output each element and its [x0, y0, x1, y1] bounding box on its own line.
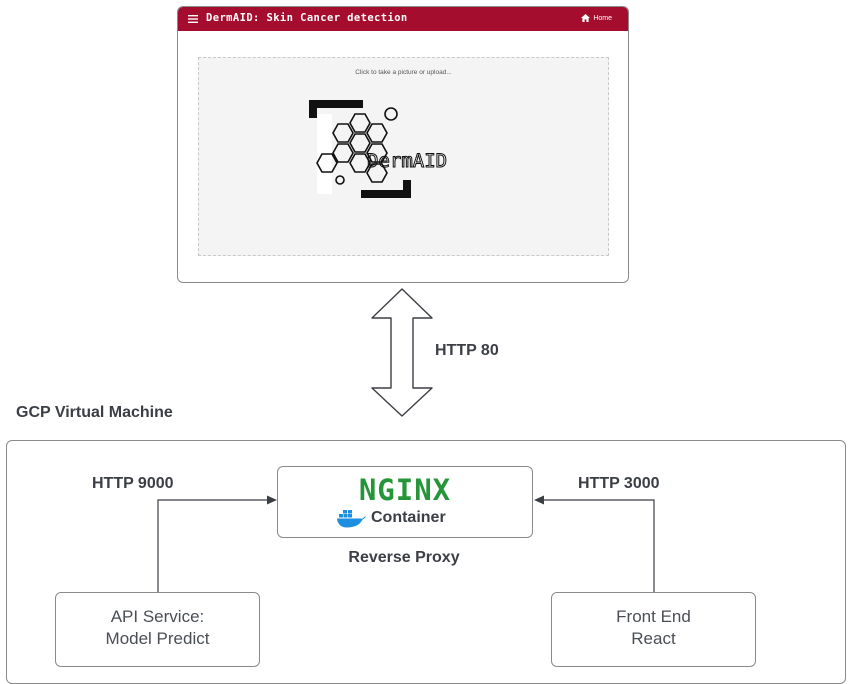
- http-80-label: HTTP 80: [435, 342, 499, 359]
- logo-text: DermAID: [367, 150, 447, 172]
- api-service-title: API Service:: [110, 607, 205, 626]
- api-service-subtitle: Model Predict: [105, 629, 210, 648]
- container-label: Container: [371, 509, 446, 526]
- frontend-to-proxy-arrow: [543, 499, 655, 592]
- http-9000-label: HTTP 9000: [92, 475, 174, 492]
- docker-icon: [337, 510, 366, 528]
- container-row: Container: [336, 508, 446, 528]
- upload-prompt: Click to take a picture or upload...: [355, 69, 452, 76]
- http-3000-label: HTTP 3000: [578, 475, 660, 492]
- api-to-proxy-arrow: [157, 499, 268, 592]
- frontend-title: Front End: [616, 607, 691, 626]
- api-service-box: API Service: Model Predict: [55, 592, 260, 667]
- vm-title: GCP Virtual Machine: [16, 404, 173, 421]
- app-title: DermAID: Skin Cancer detection: [206, 12, 408, 24]
- app-window: DermAID: Skin Cancer detection Home Clic…: [177, 6, 629, 283]
- frontend-arrowhead: [534, 495, 544, 505]
- nginx-container-box: NGINX Container: [277, 466, 533, 538]
- home-label: Home: [593, 14, 612, 22]
- home-icon: [581, 14, 591, 22]
- reverse-proxy-caption: Reverse Proxy: [348, 549, 460, 566]
- frontend-box: Front End React: [551, 592, 756, 667]
- menu-icon[interactable]: [188, 14, 198, 24]
- bidirectional-arrow: [371, 288, 433, 417]
- upload-dropzone[interactable]: Click to take a picture or upload...: [198, 57, 609, 256]
- frontend-subtitle: React: [631, 629, 676, 648]
- api-arrowhead: [267, 495, 277, 505]
- app-bar: DermAID: Skin Cancer detection Home: [178, 7, 628, 31]
- nginx-logo: NGINX: [358, 473, 452, 507]
- home-link[interactable]: Home: [581, 14, 612, 22]
- dermaid-logo: DermAID: [309, 100, 448, 198]
